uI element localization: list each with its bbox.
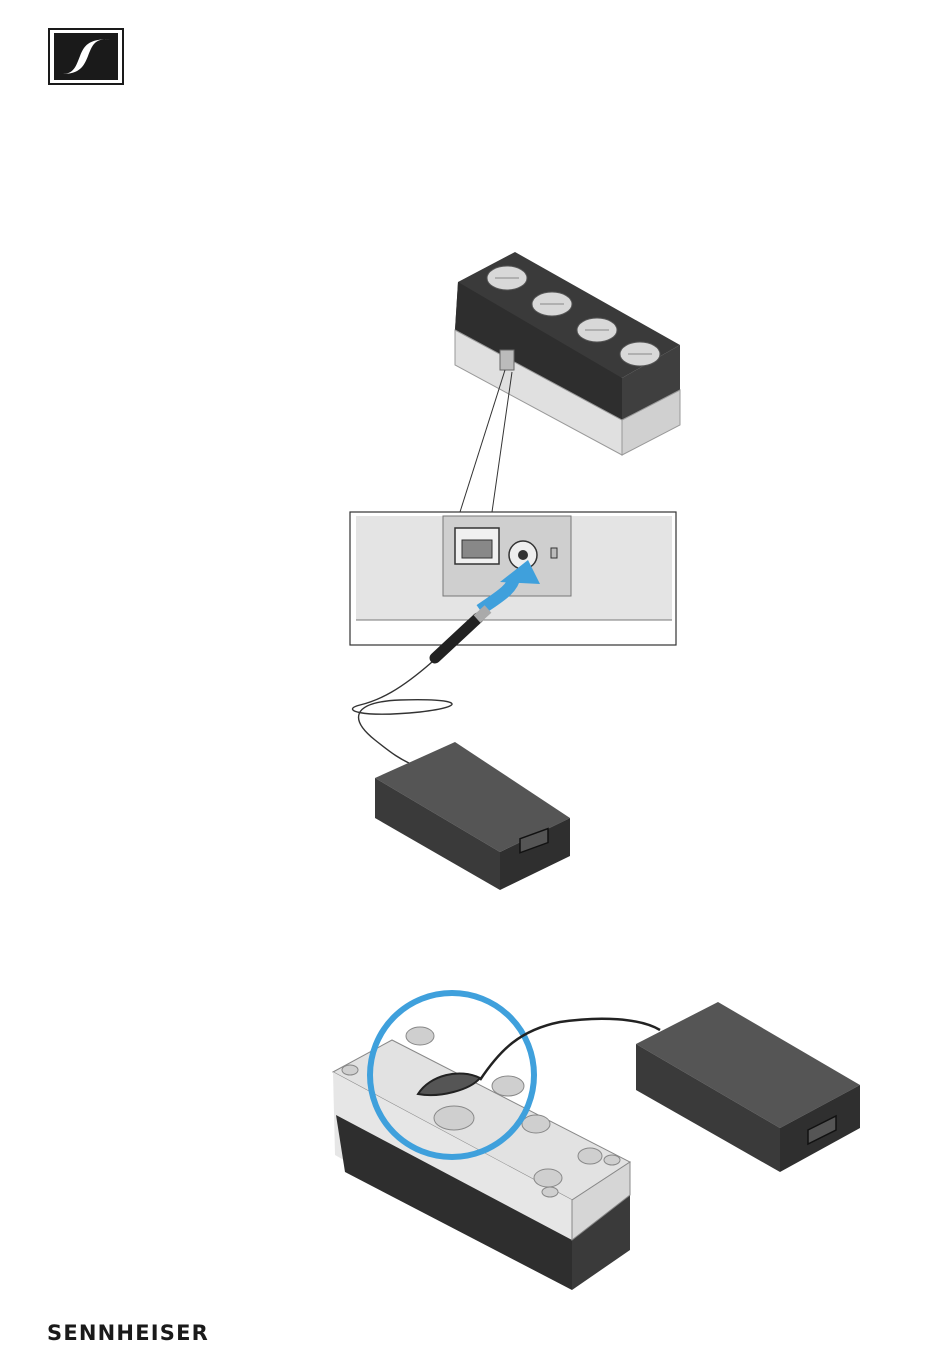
power-supply-unit-2 (636, 1002, 860, 1172)
connector-detail-panel (350, 512, 676, 645)
charger-underside-figure (320, 985, 870, 1295)
sennheiser-wordmark: SENNHEISER (47, 1321, 209, 1345)
charger-unit (455, 252, 680, 455)
charger-underside (333, 1027, 630, 1290)
power-cable-routed (480, 1019, 660, 1080)
power-supply-unit (375, 742, 570, 890)
charger-connection-figure (300, 240, 720, 900)
sennheiser-logo-icon (48, 28, 124, 85)
